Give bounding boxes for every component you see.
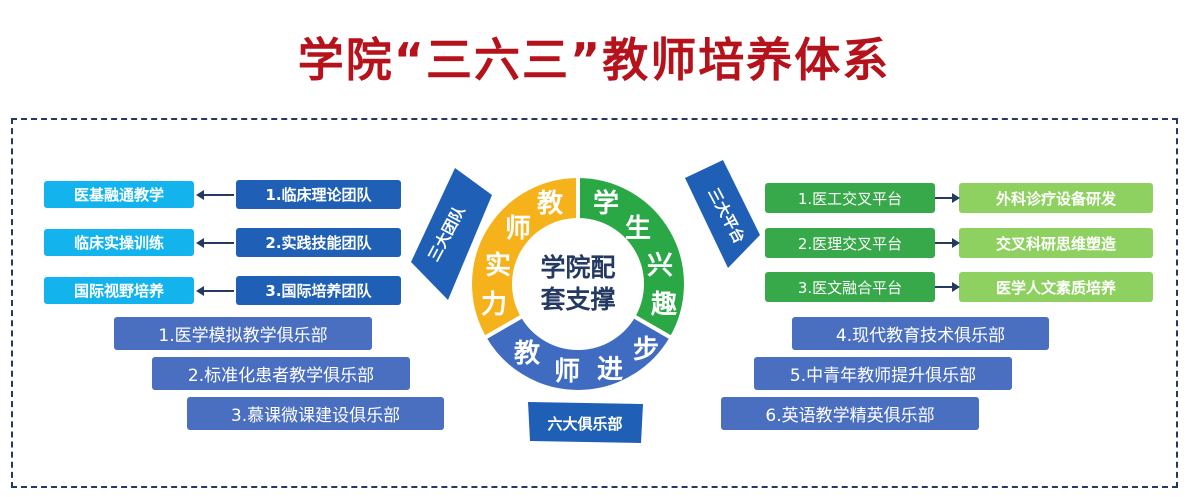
ribbon-right: 三大平台 bbox=[685, 160, 760, 268]
ring-orange-char-2: 师 bbox=[505, 214, 531, 244]
right-outcome-2: 交叉科研思维塑造 bbox=[959, 228, 1153, 258]
ring-segment-orange bbox=[468, 173, 580, 341]
left-outcome-2: 临床实操训练 bbox=[44, 229, 194, 256]
team-1: 1.临床理论团队 bbox=[236, 180, 401, 209]
ring-orange-char-1: 教 bbox=[537, 189, 563, 219]
club-2: 2.标准化患者教学俱乐部 bbox=[152, 357, 410, 390]
club-6: 6.英语教学精英俱乐部 bbox=[721, 397, 979, 430]
right-arrows bbox=[935, 193, 960, 292]
ribbon-bottom-label: 六大俱乐部 bbox=[547, 415, 622, 433]
club-1: 1.医学模拟教学俱乐部 bbox=[114, 317, 372, 350]
ring-blue-char-1: 教 bbox=[514, 339, 540, 369]
ring-blue-char-2: 师 bbox=[554, 357, 580, 387]
ring-green-char-2: 生 bbox=[625, 214, 651, 244]
ring-blue-char-3: 进 bbox=[597, 355, 623, 385]
left-outcome-3: 国际视野培养 bbox=[44, 277, 194, 304]
team-2: 2.实践技能团队 bbox=[236, 228, 401, 257]
ring-green-char-4: 趣 bbox=[650, 290, 677, 320]
ring-green-char-3: 兴 bbox=[647, 251, 673, 281]
ribbon-bottom: 六大俱乐部 bbox=[528, 402, 643, 443]
ring-green-char-1: 学 bbox=[593, 188, 619, 219]
ring-segment-green bbox=[576, 173, 688, 341]
ring-center-line1: 学院配 bbox=[540, 253, 615, 282]
platform-2: 2.医理交叉平台 bbox=[765, 228, 935, 258]
page-title: 学院“三六三”教师培养体系 bbox=[297, 33, 891, 87]
club-4: 4.现代教育技术俱乐部 bbox=[792, 317, 1049, 350]
ring-orange-char-3: 实 bbox=[485, 250, 511, 281]
center-ring-diagram: 三大团队 三大平台 六大俱乐部 学院配 套支撑 教 师 实 力 学 生 兴 趣 … bbox=[411, 160, 760, 443]
ring-segment-blue bbox=[481, 313, 675, 394]
ring-orange-char-4: 力 bbox=[481, 290, 507, 320]
platform-3: 3.医文融合平台 bbox=[765, 272, 935, 302]
club-3: 3.慕课微课建设俱乐部 bbox=[187, 397, 444, 430]
right-outcome-1: 外科诊疗设备研发 bbox=[959, 183, 1153, 213]
left-outcome-1: 医基融通教学 bbox=[44, 181, 194, 208]
ring-blue-char-4: 步 bbox=[633, 334, 659, 365]
platform-1: 1.医工交叉平台 bbox=[765, 183, 935, 213]
club-5: 5.中青年教师提升俱乐部 bbox=[754, 357, 1012, 390]
team-3: 3.国际培养团队 bbox=[236, 276, 401, 305]
left-arrows bbox=[196, 190, 234, 296]
right-outcome-3: 医学人文素质培养 bbox=[959, 272, 1153, 302]
diagram-frame bbox=[11, 118, 1178, 488]
ring-center-line2: 套支撑 bbox=[539, 285, 615, 314]
